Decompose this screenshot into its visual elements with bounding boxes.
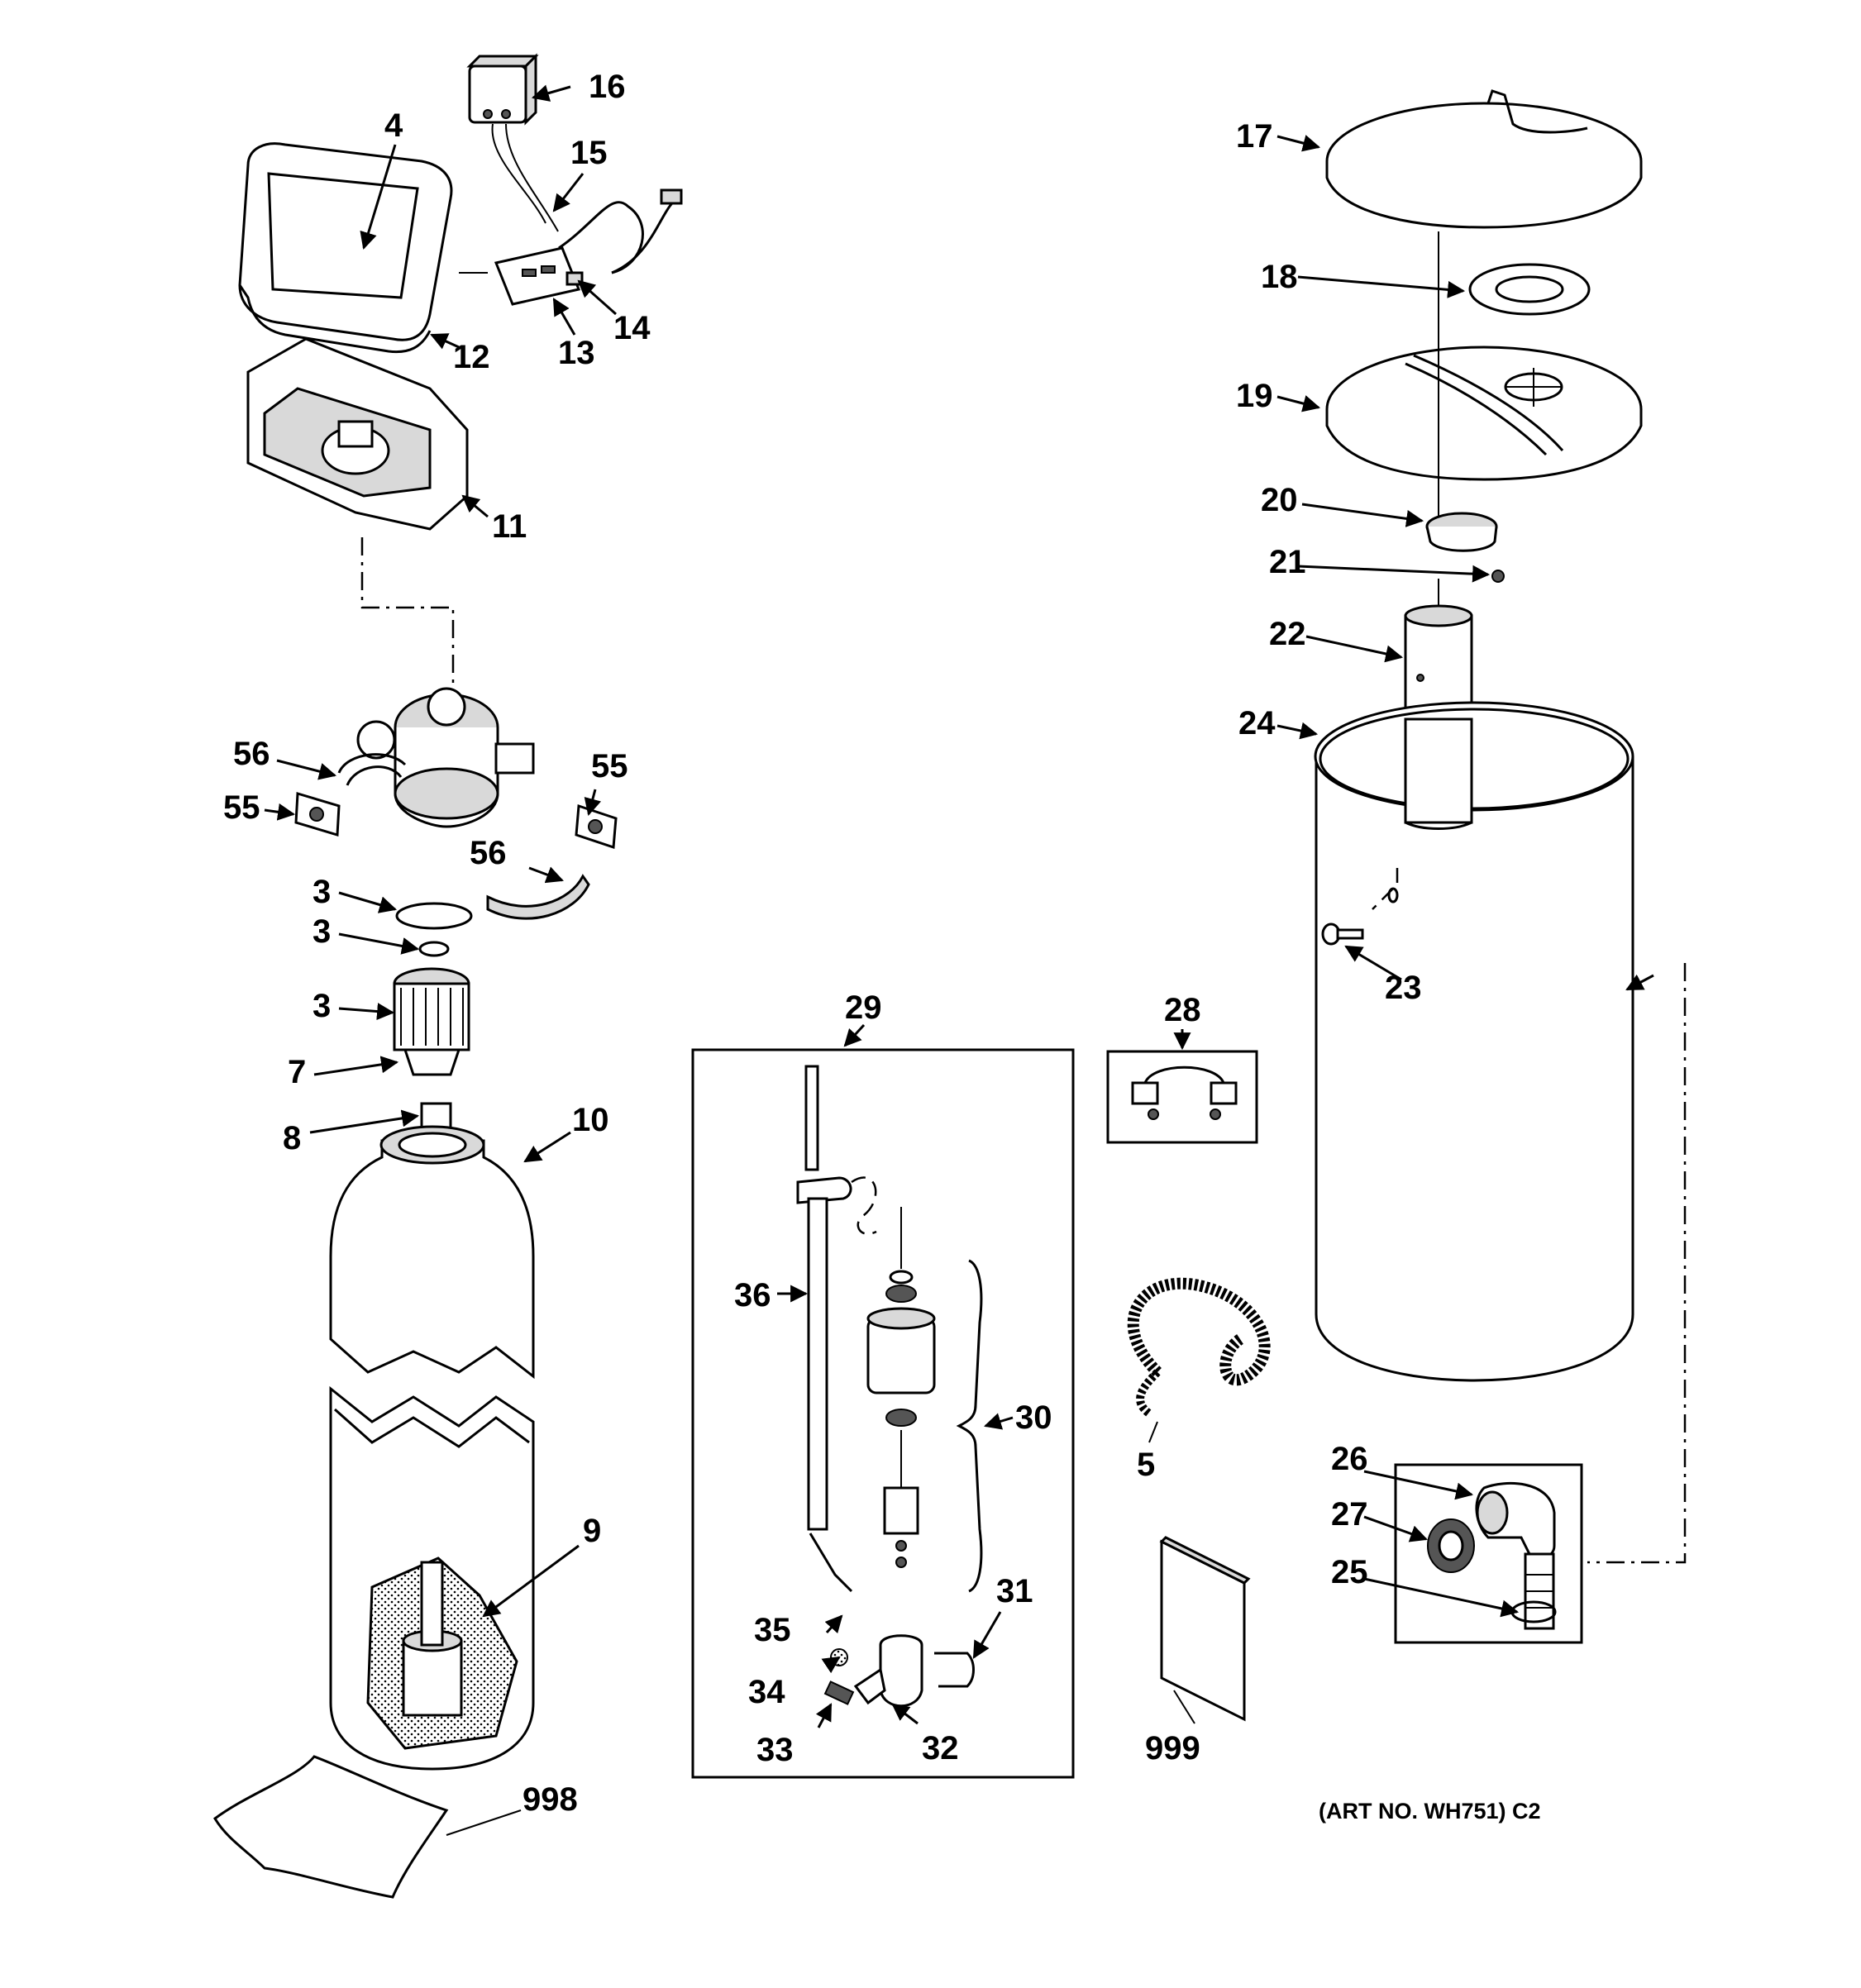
callout-4: 4: [384, 107, 403, 144]
callout-35: 35: [754, 1612, 791, 1648]
tank-lid-part: [1325, 89, 1643, 229]
callout-20: 20: [1261, 482, 1298, 518]
callout-31: 31: [996, 1573, 1033, 1609]
callout-3-a: 3: [313, 874, 331, 910]
callout-5: 5: [1137, 1447, 1155, 1483]
callout-18: 18: [1261, 259, 1298, 295]
callout-17: 17: [1236, 118, 1273, 155]
bottom-distributor-part: [366, 1557, 518, 1750]
callout-11: 11: [492, 508, 527, 545]
clip-56-lower: [486, 874, 590, 920]
distributor-basket-part: [393, 967, 470, 1076]
callout-30: 30: [1015, 1399, 1052, 1436]
o-ring-small: [418, 941, 450, 957]
nut-part: [1491, 570, 1505, 583]
callout-32: 32: [922, 1730, 959, 1766]
callout-8: 8: [283, 1120, 301, 1156]
callout-13: 13: [558, 335, 595, 371]
resin-bag-part: [213, 1755, 449, 1899]
callout-34: 34: [748, 1674, 785, 1710]
o-ring-large: [395, 902, 473, 930]
callout-28: 28: [1164, 992, 1201, 1028]
control-housing-part: [246, 337, 469, 531]
clamp-kit-box: [1106, 1050, 1258, 1144]
callout-7: 7: [288, 1054, 306, 1090]
callout-3-b: 3: [313, 913, 331, 950]
callout-36: 36: [734, 1277, 771, 1313]
grommet-part: [1468, 263, 1591, 316]
callout-19: 19: [1236, 378, 1273, 414]
callout-22: 22: [1269, 616, 1306, 652]
overflow-fitting-kit-box: [1394, 1463, 1583, 1644]
callout-23: 23: [1385, 970, 1422, 1006]
callout-14: 14: [613, 310, 651, 346]
callout-56-upper: 56: [233, 736, 270, 772]
nut-27-part: [1427, 1518, 1475, 1573]
callout-21: 21: [1269, 544, 1306, 580]
callout-9: 9: [583, 1513, 601, 1549]
callout-15: 15: [570, 135, 608, 171]
callout-999: 999: [1145, 1730, 1200, 1766]
drain-hose-part: [1127, 1277, 1271, 1417]
callout-12: 12: [453, 339, 490, 375]
callout-998: 998: [523, 1781, 578, 1818]
callout-16: 16: [589, 69, 626, 105]
brine-valve-kit-box: [691, 1048, 1075, 1779]
callout-10: 10: [572, 1102, 609, 1138]
callout-29: 29: [845, 989, 882, 1026]
clamp-part: [1131, 1066, 1238, 1120]
faceplate-part: [238, 142, 488, 354]
bracket-55-right: [575, 803, 618, 850]
callout-24: 24: [1238, 705, 1276, 741]
callout-25: 25: [1331, 1554, 1368, 1590]
callout-55-right: 55: [591, 748, 628, 784]
art-number: (ART NO. WH751) C2: [1319, 1799, 1541, 1824]
callout-26: 26: [1331, 1441, 1368, 1477]
owners-manual-part: [1159, 1536, 1251, 1722]
elbow-fitting-part: [1475, 1481, 1556, 1630]
brine-tank-part: [1314, 701, 1634, 1382]
wiring-harness-part: [494, 188, 683, 306]
screw-part: [1321, 922, 1364, 946]
callout-27: 27: [1331, 1496, 1368, 1533]
callout-33: 33: [756, 1732, 794, 1768]
brine-valve-assembly-part: [796, 1065, 983, 1708]
callout-56-lower: 56: [470, 835, 507, 871]
callout-3-c: 3: [313, 988, 331, 1024]
transformer-part: [466, 53, 559, 232]
bracket-55-left: [294, 792, 341, 837]
valve-assembly-part: [337, 687, 535, 828]
salt-plate-part: [1325, 346, 1643, 481]
callout-55-left: 55: [223, 789, 260, 826]
brine-well-cap-part: [1425, 512, 1498, 552]
